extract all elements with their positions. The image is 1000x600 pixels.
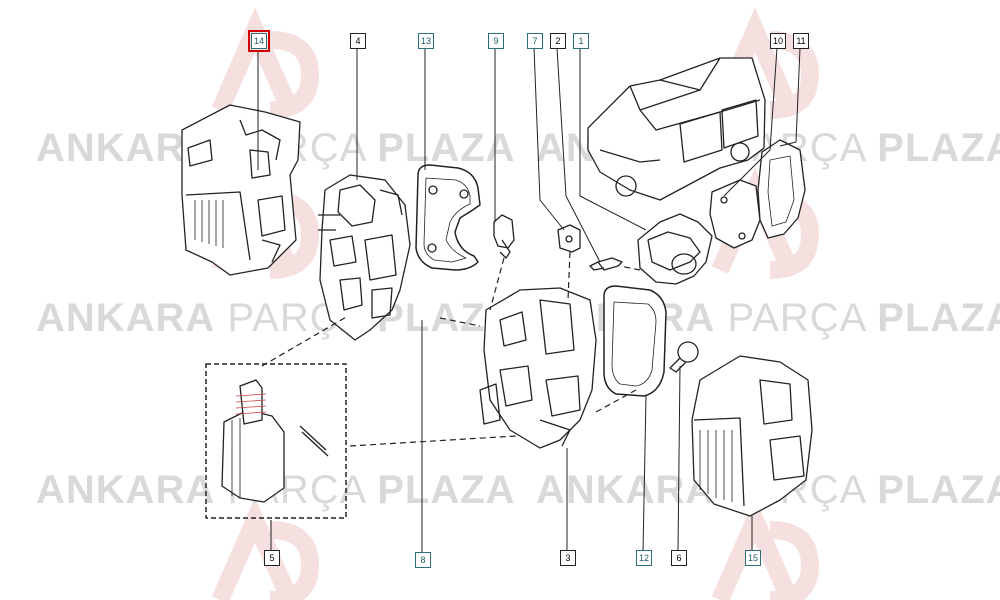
callout-4: 4 <box>350 33 366 49</box>
callout-10: 10 <box>770 33 786 49</box>
assembly-leader-lines <box>261 251 641 447</box>
screw-part <box>589 257 623 271</box>
callout-7: 7 <box>527 33 543 49</box>
actuator-motor <box>205 363 347 519</box>
latch-mechanism <box>318 174 411 341</box>
callout-5: 5 <box>264 550 280 566</box>
small-bracket <box>557 224 581 253</box>
watermark-text: ANKARA PARÇA PLAZA <box>36 468 516 512</box>
callout-9: 9 <box>488 33 504 49</box>
callout-11: 11 <box>793 33 809 49</box>
central-lock-assembly <box>479 287 597 449</box>
van-illustration <box>587 57 766 201</box>
frame-gasket <box>603 285 667 397</box>
gasket-plate <box>415 164 481 271</box>
callout-3: 3 <box>560 550 576 566</box>
callout-8: 8 <box>415 552 431 568</box>
handle-cover <box>637 213 713 285</box>
lock-module-left <box>181 104 301 276</box>
callout-6: 6 <box>671 550 687 566</box>
callout-2: 2 <box>550 33 566 49</box>
callout-14: 14 <box>248 30 270 52</box>
lock-module-right <box>691 355 813 517</box>
callout-12: 12 <box>636 550 652 566</box>
clip-part <box>493 214 515 259</box>
plate-part <box>709 179 761 249</box>
seal-strip <box>757 139 806 239</box>
callout-15: 15 <box>745 550 761 566</box>
callout-leader-lines <box>257 47 801 554</box>
callout-13: 13 <box>418 33 434 49</box>
bolt-part <box>669 341 699 373</box>
callout-1: 1 <box>573 33 589 49</box>
